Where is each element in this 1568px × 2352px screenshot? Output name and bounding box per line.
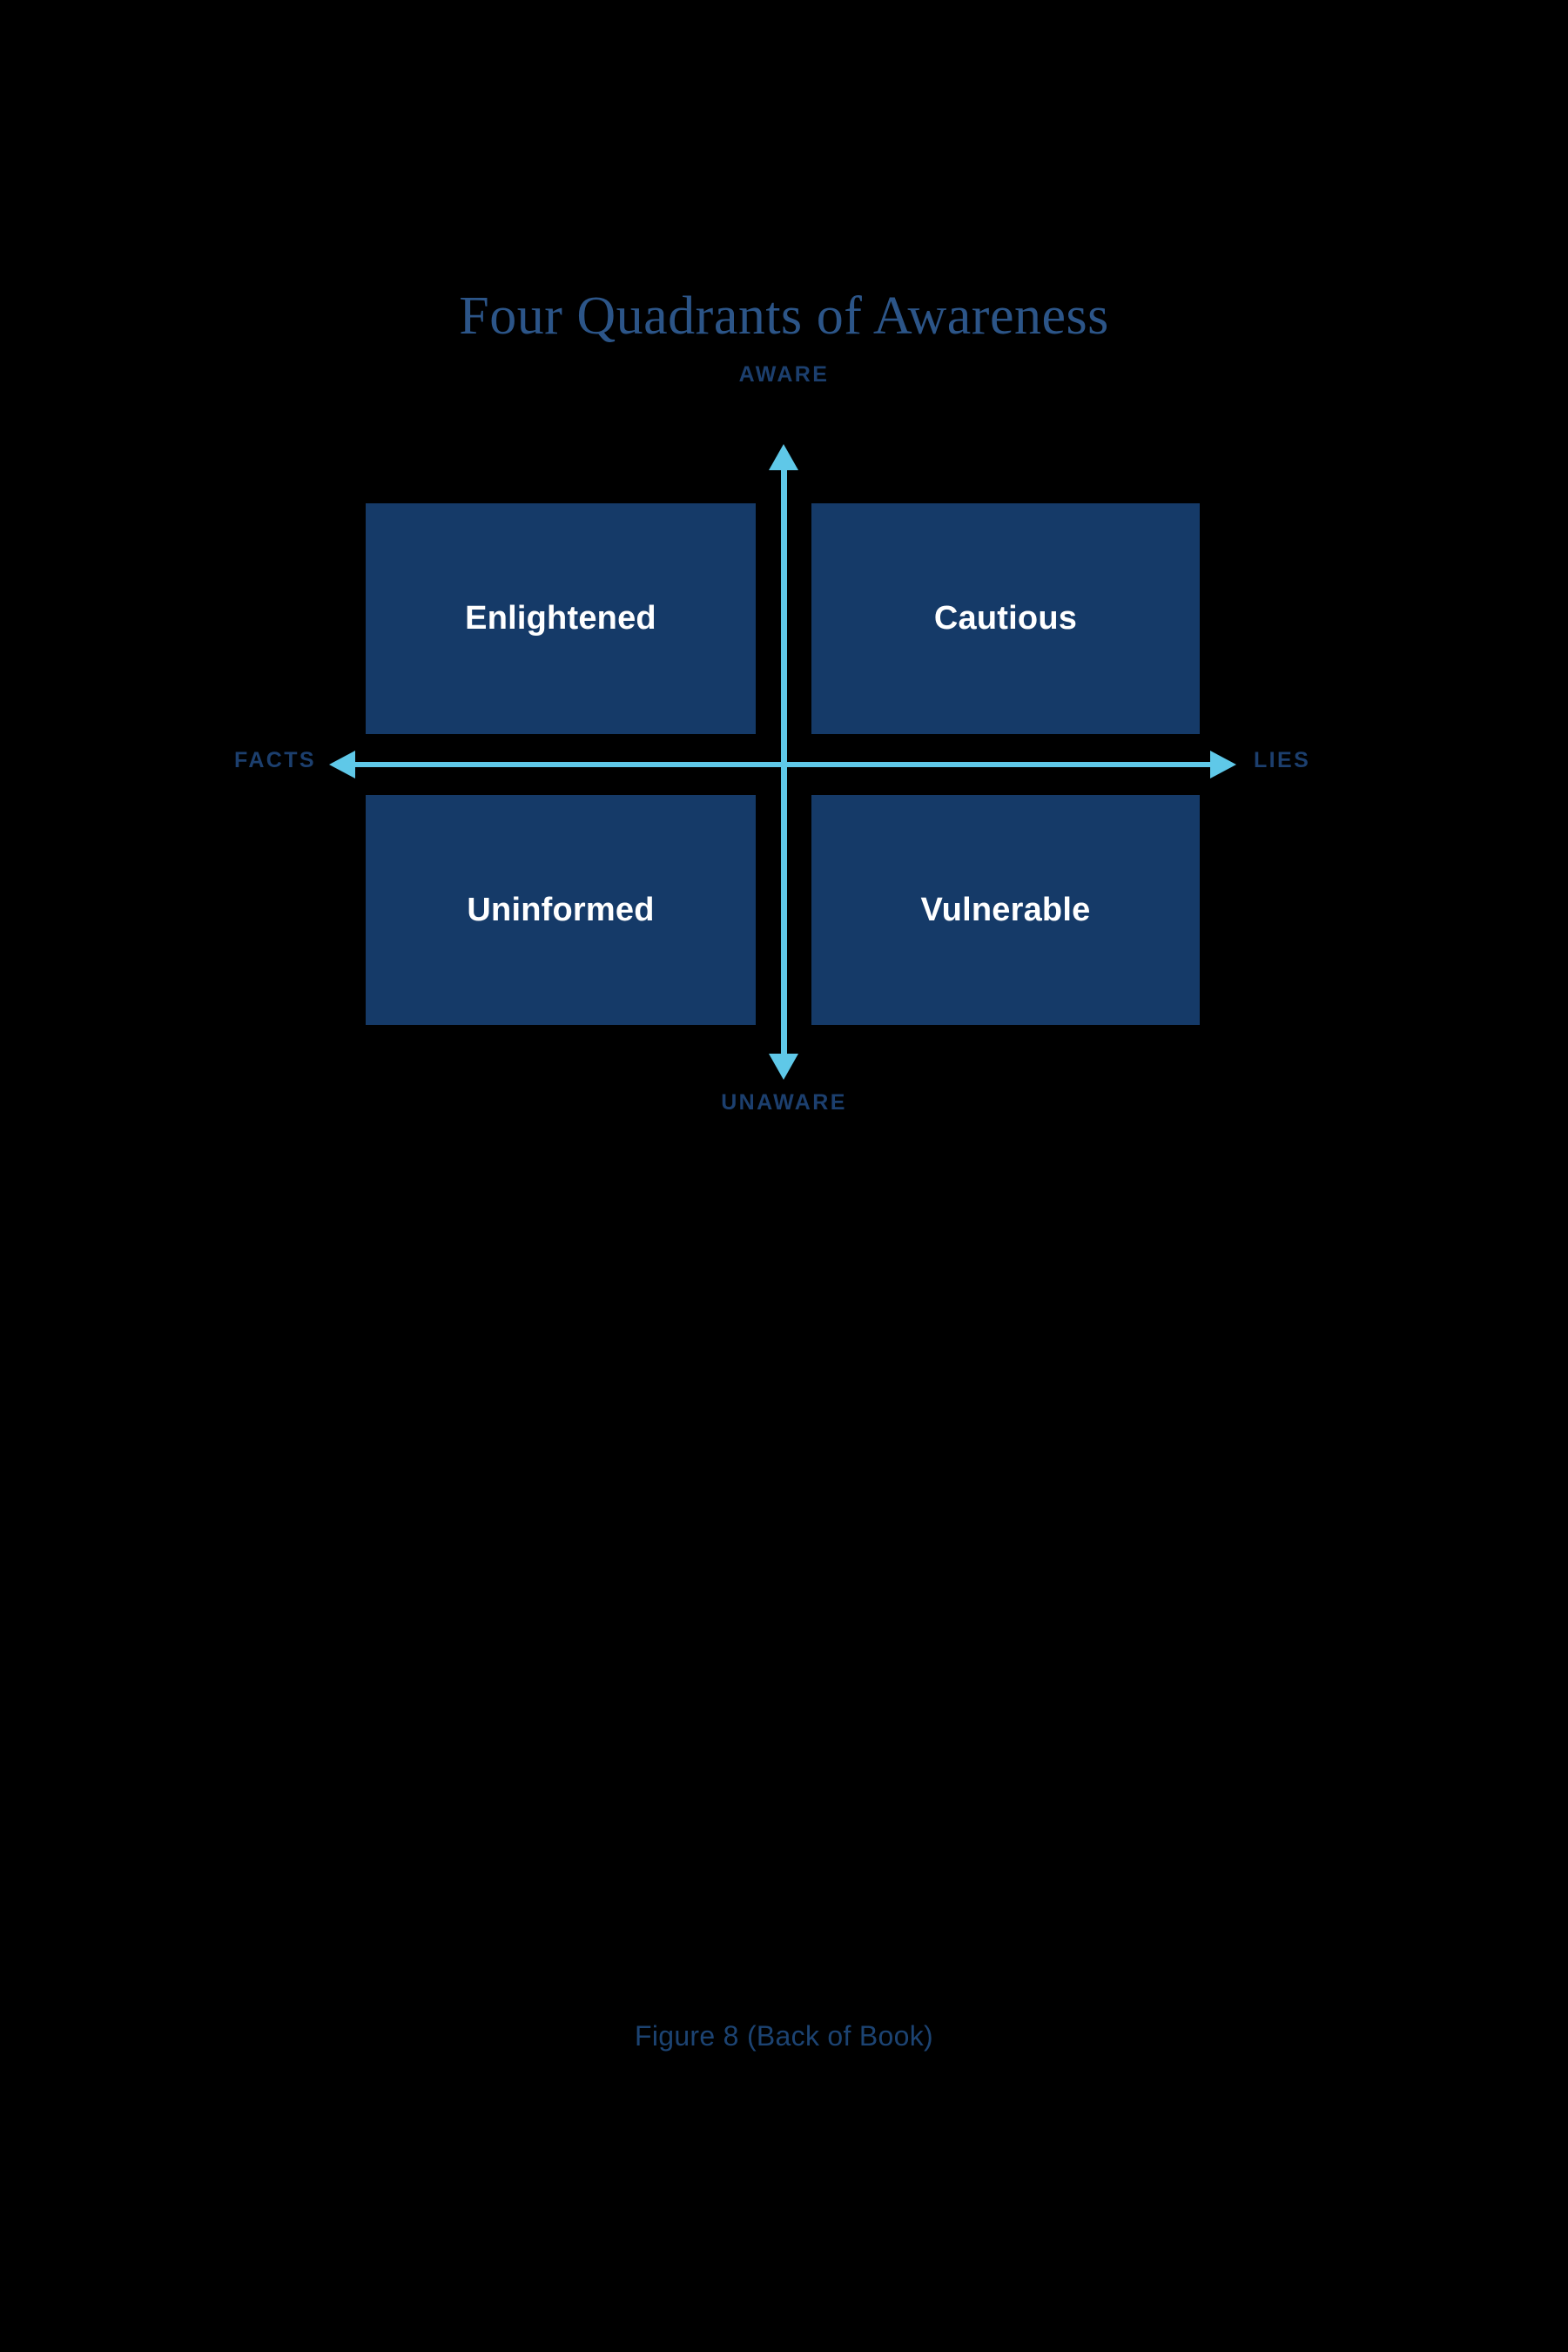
page-title: Four Quadrants of Awareness (459, 286, 1109, 346)
quadrant-label-uninformed: Uninformed (467, 891, 655, 928)
axis-label-facts: FACTS (234, 748, 316, 772)
figure-caption: Figure 8 (Back of Book) (634, 2020, 934, 2052)
arrow-up-icon (769, 444, 798, 470)
quadrant-label-enlightened: Enlightened (465, 600, 656, 637)
quadrant-bottom-left[interactable]: Uninformed (366, 795, 756, 1025)
axis-label-lies: LIES (1254, 748, 1311, 772)
quadrant-bottom-right[interactable]: Vulnerable (811, 795, 1200, 1025)
quadrant-top-right[interactable]: Cautious (811, 503, 1200, 734)
quadrant-label-cautious: Cautious (933, 600, 1078, 637)
quadrant-label-vulnerable: Vulnerable (920, 891, 1091, 928)
vertical-axis-line (781, 468, 787, 1057)
arrow-right-icon (1210, 751, 1236, 778)
arrow-down-icon (769, 1054, 798, 1080)
horizontal-axis-line (353, 762, 1226, 767)
axis-label-aware: AWARE (738, 362, 830, 387)
arrow-left-icon (329, 751, 355, 778)
quadrant-matrix: AWARE UNAWARE FACTS LIES Enlightened Cau… (234, 362, 1309, 1115)
axis-label-unaware: UNAWARE (721, 1090, 847, 1115)
quadrant-top-left[interactable]: Enlightened (366, 503, 756, 734)
